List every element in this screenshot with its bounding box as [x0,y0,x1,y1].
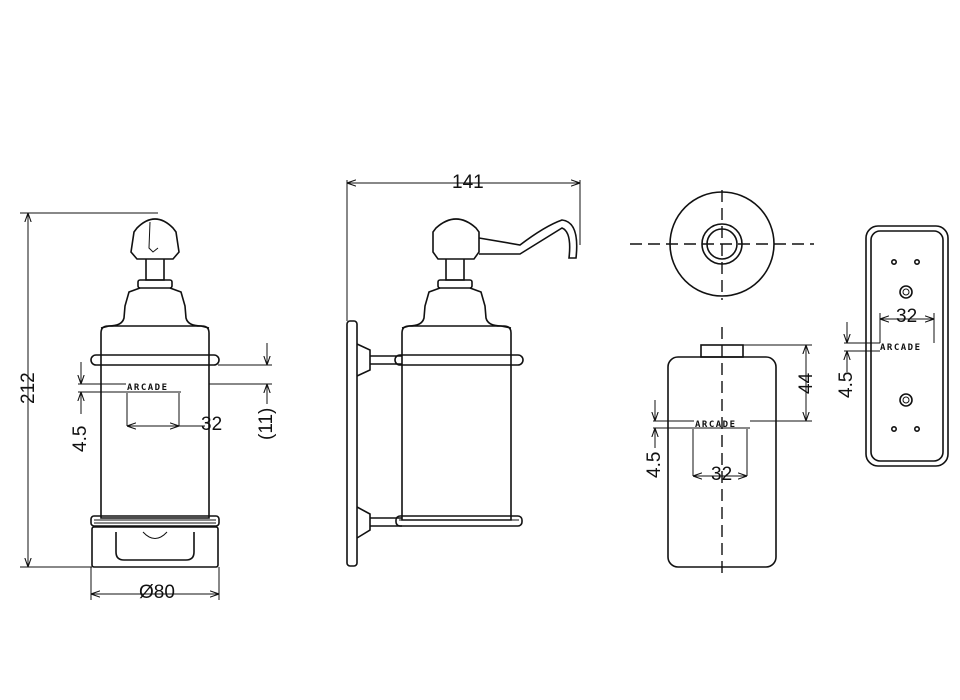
plan-label-offset-dim: 4.5 [644,452,665,478]
front-ring-gap-dim: (11) [256,408,277,440]
plate-label-offset-dim: 4.5 [836,372,857,398]
plate-view: ARCADE 32 4.5 [836,225,949,467]
side-view: 141 [346,172,581,567]
front-diameter-dim: Ø80 [139,582,175,603]
plate-label-spacing-dim: 32 [896,306,917,327]
plate-brand-label: ARCADE [880,343,922,353]
front-label-spacing-dim: 32 [201,414,222,435]
plan-label-spacing-dim: 32 [711,464,732,485]
front-brand-label: ARCADE [127,383,169,393]
plan-brand-label: ARCADE [695,420,737,430]
side-depth-dim: 141 [452,172,484,193]
front-height-dim: 212 [18,372,39,404]
front-label-offset-dim: 4.5 [70,426,91,452]
plan-view: ARCADE 32 4.5 44 [630,190,817,575]
front-view: ARCADE 32 4.5 (11) 212 Ø80 [18,212,277,603]
plan-label-top-dim: 44 [796,372,817,394]
